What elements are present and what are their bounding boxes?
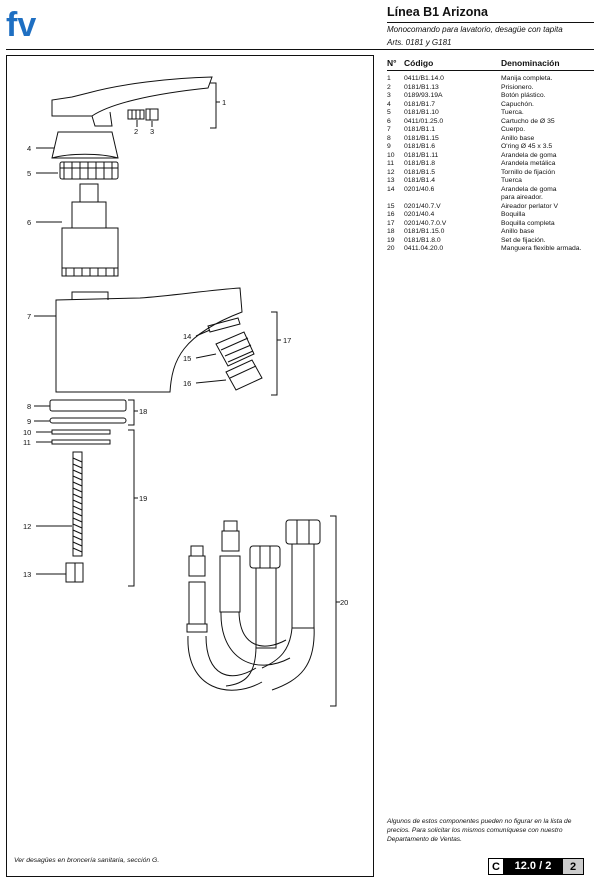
article-numbers: Arts. 0181 y G181	[387, 38, 452, 47]
metal-washer-part	[51, 439, 111, 445]
col-name: Denominación	[501, 58, 560, 68]
callout-16: 16	[183, 379, 191, 388]
callout-15: 15	[183, 354, 191, 363]
base-ring-part	[49, 399, 127, 412]
oring-part	[49, 417, 127, 424]
drain-reference-note: Ver desagües en broncería sanitaria, sec…	[14, 857, 160, 864]
bolt-part	[72, 451, 83, 557]
callout-18: 18	[139, 407, 147, 416]
callout-12: 12	[23, 522, 31, 531]
callout-5: 5	[27, 169, 31, 178]
callout-20: 20	[340, 598, 348, 607]
svg-text:fv: fv	[6, 6, 36, 42]
body-part	[55, 287, 243, 393]
col-number: N°	[387, 58, 397, 68]
nut-part	[59, 161, 119, 180]
spout-part	[225, 359, 263, 391]
callout-7: 7	[27, 312, 31, 321]
title-divider	[387, 22, 594, 23]
cartridge-part	[61, 183, 119, 277]
callout-11: 11	[23, 438, 31, 447]
callout-4: 4	[27, 144, 31, 153]
callout-6: 6	[27, 218, 31, 227]
table-header-divider	[387, 70, 594, 71]
callout-1: 1	[222, 98, 226, 107]
callout-10: 10	[23, 428, 31, 437]
table-row: para aireador.	[501, 194, 543, 201]
page-reference: 12.0 / 2	[504, 858, 562, 875]
header-divider	[6, 49, 594, 50]
fixing-nut-part	[65, 562, 84, 583]
flexible-hoses-part	[186, 519, 321, 691]
callout-17: 17	[283, 336, 291, 345]
callout-2: 2	[134, 127, 138, 136]
callout-14: 14	[183, 332, 191, 341]
callout-13: 13	[23, 570, 31, 579]
callout-8: 8	[27, 402, 31, 411]
button-part	[145, 108, 159, 121]
page-indicator: C 12.0 / 2 2	[488, 858, 584, 875]
availability-note: Algunos de estos componentes pueden no f…	[387, 818, 572, 843]
section-letter: C	[488, 858, 504, 875]
page-number: 2	[562, 858, 584, 875]
rubber-washer-part	[51, 429, 111, 435]
callout-3: 3	[150, 127, 154, 136]
col-code: Código	[404, 58, 434, 68]
callout-19: 19	[139, 494, 147, 503]
aerator-part	[215, 331, 255, 367]
set-screw-part	[127, 109, 145, 120]
page-title: Línea B1 Arizona	[387, 5, 488, 19]
cap-part	[51, 131, 119, 159]
fv-logo: fv	[6, 6, 36, 42]
callout-9: 9	[27, 417, 31, 426]
page-subtitle: Monocomando para lavatorio, desagüe con …	[387, 25, 563, 34]
diagram-frame	[6, 55, 374, 877]
